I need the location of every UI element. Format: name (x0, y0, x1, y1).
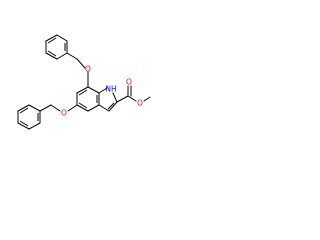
carbonyl-oxygen-label: O (126, 78, 132, 87)
oxygen-atom-label: O (85, 65, 91, 74)
double-bond-inner (78, 89, 88, 96)
bond (98, 104, 110, 112)
double-bond-inner (19, 107, 29, 114)
bond (28, 122, 41, 130)
bond-o-ch2-bottom (50, 104, 61, 112)
bond-ch2-o-top (76, 58, 86, 69)
bond (76, 104, 89, 112)
ester-oxygen-label: O (137, 99, 143, 108)
bond (87, 86, 100, 94)
structure-diagram: O NH O O O (0, 0, 152, 152)
bond (112, 92, 118, 103)
top-phenyl-ring (45, 34, 68, 60)
double-bond-inner (47, 37, 57, 44)
bond-ch2-ring-bottom (39, 104, 52, 112)
bond-carbonyl-oester (127, 95, 137, 102)
nitrogen-atom-label: NH (105, 85, 116, 94)
oxygen-atom-label: O (61, 109, 67, 118)
bond (98, 87, 108, 94)
bond (56, 52, 68, 60)
bond (17, 122, 30, 130)
bond (28, 104, 41, 112)
bottom-phenyl-ring (17, 104, 41, 130)
double-bond-inner (47, 50, 57, 57)
molecule-svg: O NH O O O (17, 34, 151, 130)
double-bond-inner (78, 102, 88, 109)
double-bond-inner (107, 102, 115, 110)
bond (45, 52, 58, 60)
bond (56, 34, 68, 42)
indole-benzo-ring (76, 74, 100, 112)
bond-oester-methyl (143, 96, 151, 102)
bond (17, 104, 30, 112)
bond (45, 34, 58, 42)
bond (108, 101, 118, 112)
bond-c5-o (67, 104, 78, 112)
bond-ring-ch2-top (66, 52, 78, 60)
bond (87, 104, 100, 112)
double-bond-inner (19, 120, 29, 127)
bond (76, 86, 89, 94)
bond-c2-carbonyl (116, 95, 129, 103)
indole-pyrrole-ring (98, 87, 118, 112)
